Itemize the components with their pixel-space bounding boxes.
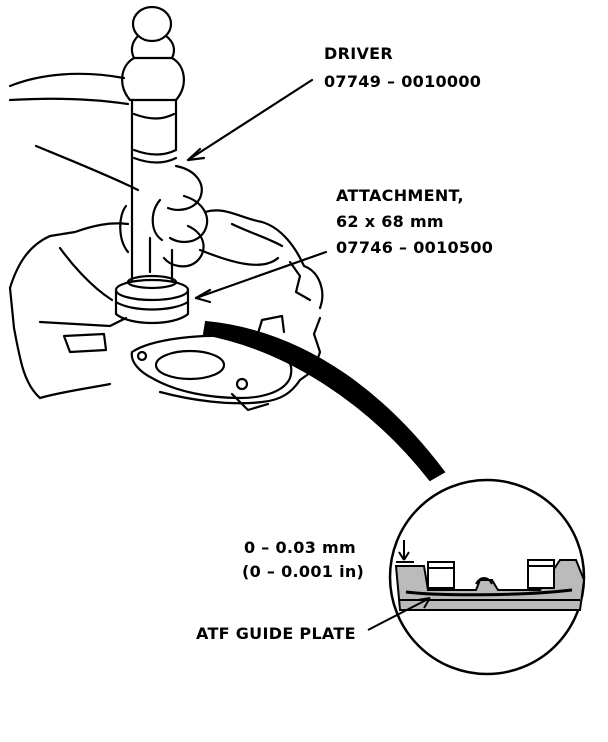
guide-plate-label: ATF GUIDE PLATE	[196, 624, 356, 643]
attachment-leader	[194, 250, 328, 300]
transmission-case	[8, 209, 324, 412]
attachment-arrowhead	[194, 288, 212, 304]
clearance-imperial-label: (0 – 0.001 in)	[242, 562, 365, 581]
clearance-metric-label: 0 – 0.03 mm	[244, 538, 356, 557]
attachment-part-number: 07746 – 0010500	[336, 238, 494, 257]
attachment-size-label: 62 x 68 mm	[336, 212, 444, 231]
driver-name-label: DRIVER	[324, 44, 393, 63]
guide-plate-leader	[367, 597, 431, 631]
hand	[8, 72, 209, 274]
attachment-name-label: ATTACHMENT,	[336, 186, 464, 205]
detail-callout-band	[202, 320, 446, 482]
driver-leader	[186, 78, 314, 162]
detail-view	[388, 478, 586, 676]
driver-arrowhead	[186, 147, 206, 162]
driver-part-number: 07749 – 0010000	[324, 72, 482, 91]
attachment-tool	[114, 274, 190, 324]
driver-tool	[121, 5, 185, 282]
